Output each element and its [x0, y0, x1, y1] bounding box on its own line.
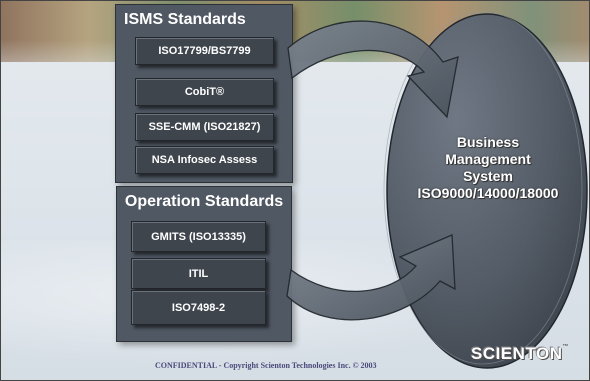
operation-standards-title: Operation Standards	[124, 193, 284, 210]
standard-iso17799: ISO17799/BS7799	[135, 37, 274, 65]
scienton-logo: SCIENTON™	[471, 344, 569, 364]
bms-line-iso: ISO9000/14000/18000	[417, 185, 559, 201]
standard-nsa-infosec: NSA Infosec Assess	[135, 146, 274, 174]
trademark-mark: ™	[562, 344, 570, 350]
logo-text: SCIENTON	[471, 344, 563, 363]
standard-gmits: GMITS (ISO13335)	[131, 221, 266, 252]
standard-itil: ITIL	[131, 258, 266, 289]
bms-line-business: Business	[456, 134, 520, 150]
confidential-footer: CONFIDENTIAL - Copyright Scienton Techno…	[155, 361, 377, 370]
bms-line-management: Management	[445, 151, 531, 167]
bms-line-system: System	[463, 168, 513, 184]
standard-cobit: CobiT®	[135, 78, 274, 106]
isms-standards-title: ISMS Standards	[124, 11, 246, 28]
standard-sse-cmm: SSE-CMM (ISO21827)	[135, 113, 274, 141]
isms-standards-panel: ISMS Standards ISO17799/BS7799 CobiT® SS…	[115, 4, 293, 183]
business-management-system-label: Business Management System ISO9000/14000…	[388, 134, 588, 202]
operation-standards-panel: Operation Standards GMITS (ISO13335) ITI…	[116, 186, 292, 342]
standard-iso7498: ISO7498-2	[131, 290, 266, 325]
